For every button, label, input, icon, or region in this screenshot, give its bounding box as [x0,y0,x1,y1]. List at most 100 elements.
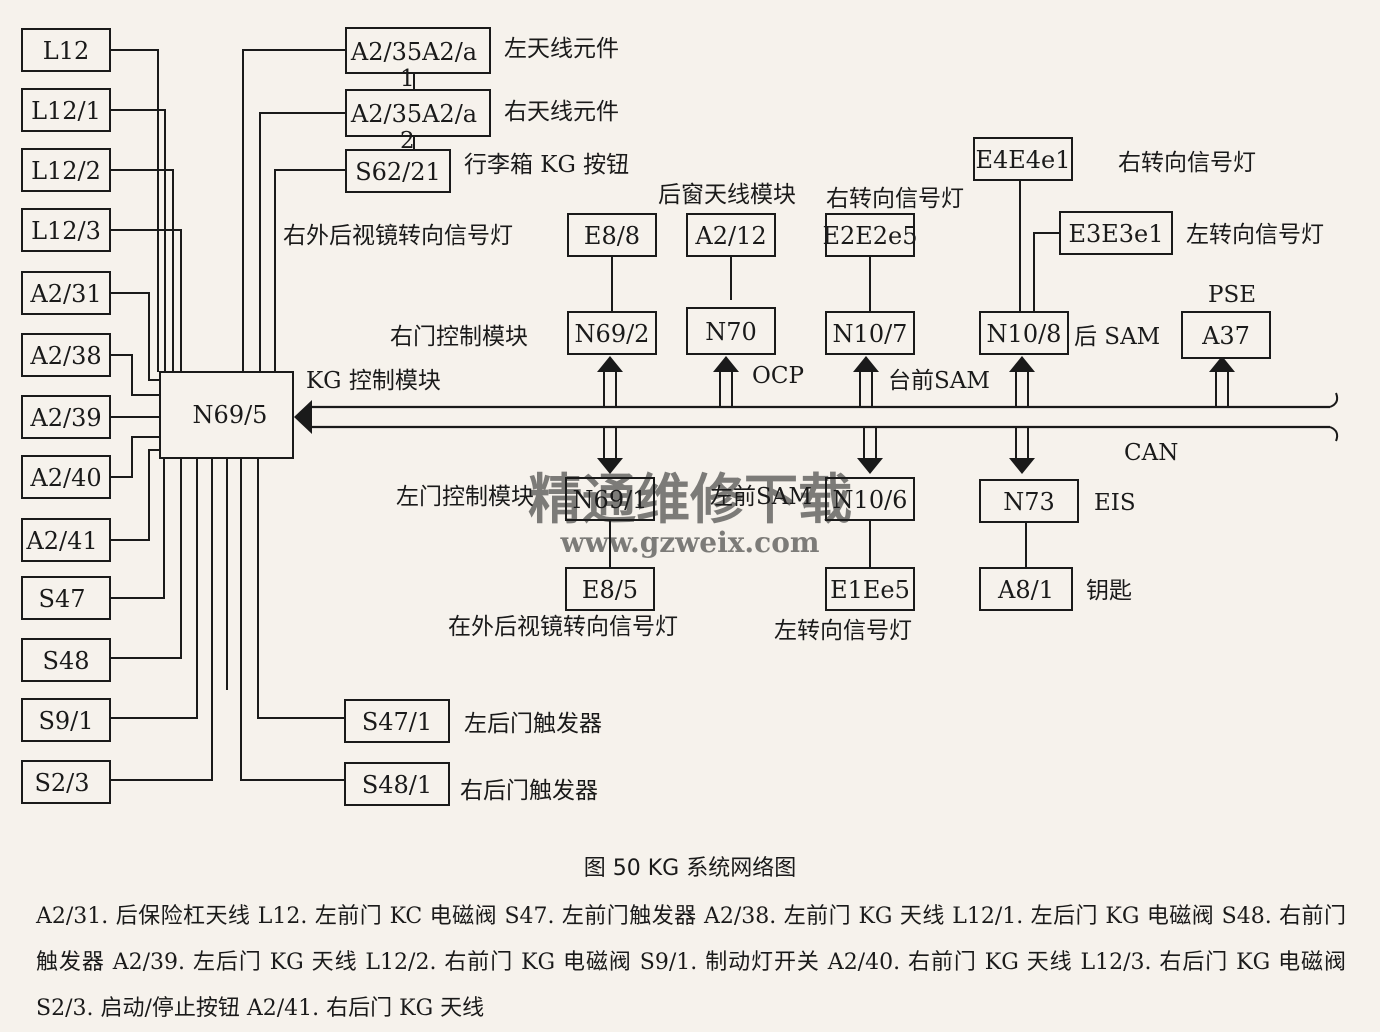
box-l12[interactable]: L12 [21,28,111,72]
box-e4-label: E4E4e1 [975,146,1070,174]
box-e3-label: E3E3e1 [1068,220,1163,248]
box-a2-35-2-label: A2/35A2/a [350,100,477,128]
box-n10-8[interactable]: N10/8 [979,311,1069,355]
left-rear-trigger-label: 左后门触发器 [464,711,602,737]
box-a2-35-1-label: A2/35A2/a [350,38,477,66]
box-a37[interactable]: A37 [1181,311,1271,359]
box-s47-1[interactable]: S47/1 [344,699,450,743]
ocp-label: OCP [752,363,804,389]
left-turn-signal-e3-label: 左转向信号灯 [1186,222,1324,248]
box-n69-1[interactable]: N69/1 [565,477,655,521]
left-column: L12 L12/1 L12/2 L12/3 A2/31 A2/38 A2/39 … [21,28,111,804]
key-label: 钥匙 [1086,578,1132,604]
pse-label: PSE [1208,282,1256,308]
box-s62-21[interactable]: S62/21 [345,149,451,193]
box-l12-label: L12 [43,37,89,65]
box-n10-7[interactable]: N10/7 [825,311,915,355]
box-a2-31-label: A2/31 [29,280,101,308]
box-a8-1-label: A8/1 [997,576,1054,604]
box-a2-31[interactable]: A2/31 [21,271,111,315]
box-n10-6[interactable]: N10/6 [825,477,915,521]
kg-module-label: KG 控制模块 [306,368,441,394]
box-s9-1-label: S9/1 [38,707,93,735]
box-e1[interactable]: E1Ee5 [825,567,915,611]
box-a2-41[interactable]: A2/41 [21,518,111,562]
box-a2-12[interactable]: A2/12 [686,213,776,257]
box-s48[interactable]: S48 [21,638,111,682]
box-a2-40-label: A2/40 [29,464,101,492]
box-a2-41-label: A2/41 [25,527,97,555]
can-label: CAN [1124,440,1178,466]
trunk-button-label: 行李箱 KG 按钮 [464,152,629,178]
box-s2-3[interactable]: S2/3 [21,760,111,804]
box-e8-5[interactable]: E8/5 [565,567,655,611]
right-turn-signal-e4-label: 右转向信号灯 [1118,150,1256,176]
kg-network-diagram: L12 L12/1 L12/2 L12/3 A2/31 A2/38 A2/39 … [21,27,1339,806]
box-n69-2[interactable]: N69/2 [567,311,657,355]
right-column-wires [226,49,415,781]
figure-caption: 图 50 KG 系统网络图 [583,856,797,881]
box-e2[interactable]: E2E2e5 [822,213,918,257]
box-l12-1[interactable]: L12/1 [21,88,111,132]
box-a2-40[interactable]: A2/40 [21,455,111,499]
right-turn-signal-top-label: 右转向信号灯 [826,186,964,212]
box-s47-1-label: S47/1 [362,708,432,736]
box-n69-1-label: N69/1 [573,486,648,514]
watermark-cn: 精通维修下载 [528,467,852,531]
box-s47-label: S47 [39,585,86,613]
box-a2-38-label: A2/38 [29,342,101,370]
box-a2-35-2[interactable]: A2/35A2/a [345,89,491,137]
box-s48-label: S48 [43,647,90,675]
box-a2-39[interactable]: A2/39 [21,395,111,439]
box-e3[interactable]: E3E3e1 [1059,211,1173,255]
left-mirror-signal-label: 在外后视镜转向信号灯 [448,614,678,640]
eis-label: EIS [1094,490,1136,516]
box-s9-1[interactable]: S9/1 [21,698,111,742]
module-links [609,180,1060,568]
can-bus [294,392,1339,442]
box-s47[interactable]: S47 [21,576,111,620]
rear-sam-label: 后 SAM [1074,324,1160,350]
front-sam-lower-label: 左前SAM [710,484,812,510]
box-a2-38[interactable]: A2/38 [21,333,111,377]
box-n10-7-label: N10/7 [833,320,908,348]
box-n69-5[interactable]: N69/5 [159,371,294,459]
bus-down-connections [597,427,1035,474]
box-s2-3-label: S2/3 [34,769,89,797]
front-sam-upper-label: 台前SAM [888,368,990,394]
box-l12-2-label: L12/2 [31,157,101,185]
box-l12-2[interactable]: L12/2 [21,148,111,192]
box-e4[interactable]: E4E4e1 [973,137,1073,181]
box-l12-3-label: L12/3 [31,217,101,245]
box-n73-label: N73 [1003,488,1055,516]
box-s62-21-label: S62/21 [355,158,441,186]
right-door-module-label: 右门控制模块 [390,324,528,350]
box-a8-1[interactable]: A8/1 [979,567,1073,611]
box-s48-1-label: S48/1 [362,771,432,799]
marker-2: 2 [400,128,415,154]
left-door-module-label: 左门控制模块 [396,484,534,510]
box-a37-label: A37 [1201,322,1250,350]
left-turn-signal-bottom-label: 左转向信号灯 [774,618,912,644]
box-n10-8-label: N10/8 [987,320,1062,348]
box-a2-35-1[interactable]: A2/35A2/a [345,27,491,74]
box-e2-label: E2E2e5 [822,222,917,250]
bus-up-connections [597,356,1235,407]
watermark-url: www.gzweix.com [559,526,819,559]
box-n70[interactable]: N70 [686,307,776,355]
box-e8-8[interactable]: E8/8 [567,213,657,257]
box-l12-3[interactable]: L12/3 [21,208,111,252]
right-antenna-label: 右天线元件 [504,99,619,125]
marker-1: 1 [400,66,415,92]
box-l12-1-label: L12/1 [31,97,101,125]
rear-window-antenna-label: 后窗天线模块 [658,182,796,208]
box-s48-1[interactable]: S48/1 [344,762,450,806]
box-e8-8-label: E8/8 [584,222,640,250]
figure-legend: A2/31. 后保险杠天线 L12. 左前门 KC 电磁阀 S47. 左前门触发… [36,904,1346,1021]
box-n10-6-label: N10/6 [833,486,908,514]
box-n69-2-label: N69/2 [575,320,650,348]
left-wires [110,49,213,781]
box-n69-5-label: N69/5 [193,401,268,429]
box-n73[interactable]: N73 [979,479,1079,523]
right-rear-trigger-label: 右后门触发器 [460,778,598,804]
